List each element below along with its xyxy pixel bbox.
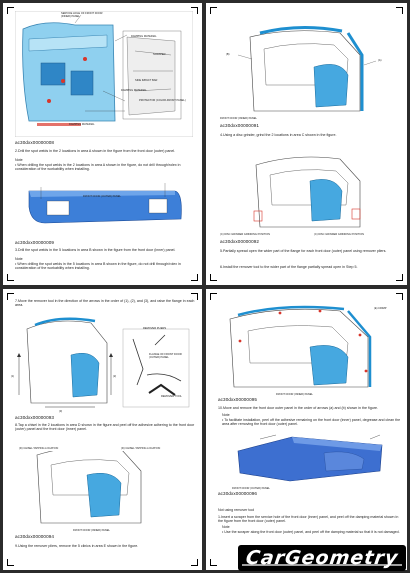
figure-caption: FRONT DOOR (OUTER) PANEL bbox=[232, 487, 270, 490]
figure-code: ac30dxx00000009 bbox=[15, 240, 55, 245]
door-outer-panel-figure bbox=[28, 183, 182, 224]
crop-mark bbox=[210, 274, 217, 281]
step-text: 5.Partially spread open the wider part o… bbox=[220, 249, 387, 253]
figure-label: REMOVER TOOL bbox=[161, 395, 182, 398]
note-text: • To facilitate installation, peel off t… bbox=[222, 418, 401, 427]
step-text: 2.Drill the spot welds in the 2 location… bbox=[15, 149, 176, 153]
note-title: Note bbox=[222, 525, 230, 529]
step-text: 8.Tap a chisel in the 2 locations in are… bbox=[15, 423, 195, 432]
watermark-logo: CarGeometry bbox=[238, 545, 406, 571]
note-text: • When drilling the spot welds in the 2 … bbox=[15, 163, 181, 172]
manual-page-1: SERVICE HOLE OF FRONT DOOR (INNER) PANEL… bbox=[3, 3, 202, 285]
note-title: Note bbox=[15, 158, 23, 162]
step-text: 1.Insert a scraper from the service hole… bbox=[218, 515, 399, 524]
figure-code: ac30dxx00000093 bbox=[15, 415, 55, 420]
figure-label: (D) CHISEL TAPPING LOCATION bbox=[19, 447, 59, 450]
crop-mark bbox=[210, 293, 217, 300]
figure-label: DAMPING MATERIAL bbox=[69, 123, 95, 126]
chisel-tapping-figure bbox=[29, 443, 169, 524]
crop-mark bbox=[191, 274, 198, 281]
crop-mark bbox=[396, 274, 403, 281]
step-text: 7.Move the remover tool in the direction… bbox=[15, 299, 195, 308]
crop-mark bbox=[396, 7, 403, 14]
note-title: Note bbox=[15, 257, 23, 261]
underline-decoration bbox=[242, 564, 402, 566]
figure-label: (B) bbox=[226, 53, 230, 56]
figure-code: ac30dxx00000008 bbox=[15, 140, 55, 145]
note-text: • When drilling the spot welds in the 5 … bbox=[15, 262, 181, 271]
step-text: 9.Using the remover pliers, remove the 5… bbox=[15, 544, 139, 548]
door-grinding-figure bbox=[253, 156, 361, 228]
figure-label: SCRAPER bbox=[153, 53, 166, 56]
door-inner-panel-figure bbox=[15, 11, 193, 137]
section-title: Not using remover tool bbox=[218, 508, 255, 512]
figure-code: ac30dxx00000092 bbox=[220, 239, 260, 244]
step-text: 4.Using a disc grinder, grind the 2 loca… bbox=[220, 133, 337, 137]
note-text: • Use the scraper along the front door (… bbox=[222, 530, 400, 534]
figure-caption: FRONT DOOR (INNER) PANEL bbox=[276, 393, 313, 396]
figure-label: (A) bbox=[378, 59, 382, 62]
crop-mark bbox=[7, 559, 14, 566]
figure-label: FLANGE OF FRONT DOOR (OUTER) PANEL bbox=[149, 353, 182, 359]
figure-label: (1) bbox=[11, 375, 15, 378]
crop-mark bbox=[7, 7, 14, 14]
crimp-removal-figure bbox=[229, 305, 372, 388]
figure-label: DAMPING MATERIAL bbox=[131, 35, 157, 38]
crop-mark bbox=[7, 293, 14, 300]
figure-label: (E) CRIMP bbox=[374, 307, 387, 310]
figure-code: ac30dxx00000095 bbox=[218, 397, 258, 402]
figure-label: (2) bbox=[113, 375, 117, 378]
figure-code: ac30dxx00000091 bbox=[220, 123, 260, 128]
crop-mark bbox=[396, 293, 403, 300]
figure-code: ac30dxx00000094 bbox=[15, 534, 55, 539]
crop-mark bbox=[191, 7, 198, 14]
figure-code: ac30dxx00000096 bbox=[218, 491, 258, 496]
figure-label: PROTECTOR (COLOR-FRONT PANEL) bbox=[139, 99, 186, 102]
outer-panel-removal-figure bbox=[237, 434, 383, 482]
figure-label: (C) DISC GRINDER GRINDING POSITION bbox=[314, 233, 365, 236]
figure-caption: FRONT DOOR (INNER) PANEL bbox=[220, 117, 257, 120]
manual-page-2: (B) (A) FRONT DOOR (INNER) PANEL ac30dxx… bbox=[206, 3, 407, 285]
figure-label: SIDE IMPACT BAR bbox=[135, 79, 158, 82]
watermark-text: CarGeometry bbox=[244, 547, 400, 569]
step-text: 10.Move and remove the front door outer … bbox=[218, 406, 379, 410]
crop-mark bbox=[7, 274, 14, 281]
manual-page-4: (E) CRIMP FRONT DOOR (INNER) PANEL ac30d… bbox=[206, 289, 407, 570]
note-title: Note bbox=[222, 413, 230, 417]
crop-mark bbox=[210, 559, 217, 566]
figure-caption: FRONT DOOR (INNER) PANEL bbox=[73, 529, 110, 532]
figure-label: (D) CHISEL TAPPING LOCATION bbox=[121, 447, 161, 450]
figure-label: (3) bbox=[59, 410, 63, 413]
figure-label: SERVICE HOLE OF FRONT DOOR (INNER) PANEL bbox=[61, 12, 103, 18]
step-text: 6.Install the remover tool to the wider … bbox=[220, 265, 358, 269]
remover-tool-figure bbox=[17, 317, 190, 408]
door-inner-frame-figure bbox=[237, 25, 377, 112]
manual-page-3: 7.Move the remover tool in the direction… bbox=[3, 289, 202, 570]
figure-label: FRONT DOOR (OUTER) PANEL bbox=[83, 195, 121, 198]
crop-mark bbox=[191, 293, 198, 300]
crop-mark bbox=[210, 7, 217, 14]
figure-label: REMOVER PLIERS bbox=[143, 327, 167, 330]
figure-label: (C) DISC GRINDER GRINDING POSITION bbox=[220, 233, 271, 236]
figure-label: DAMPING MATERIAL bbox=[121, 89, 147, 92]
step-text: 3.Drill the spot welds in the 5 location… bbox=[15, 248, 176, 252]
crop-mark bbox=[191, 559, 198, 566]
